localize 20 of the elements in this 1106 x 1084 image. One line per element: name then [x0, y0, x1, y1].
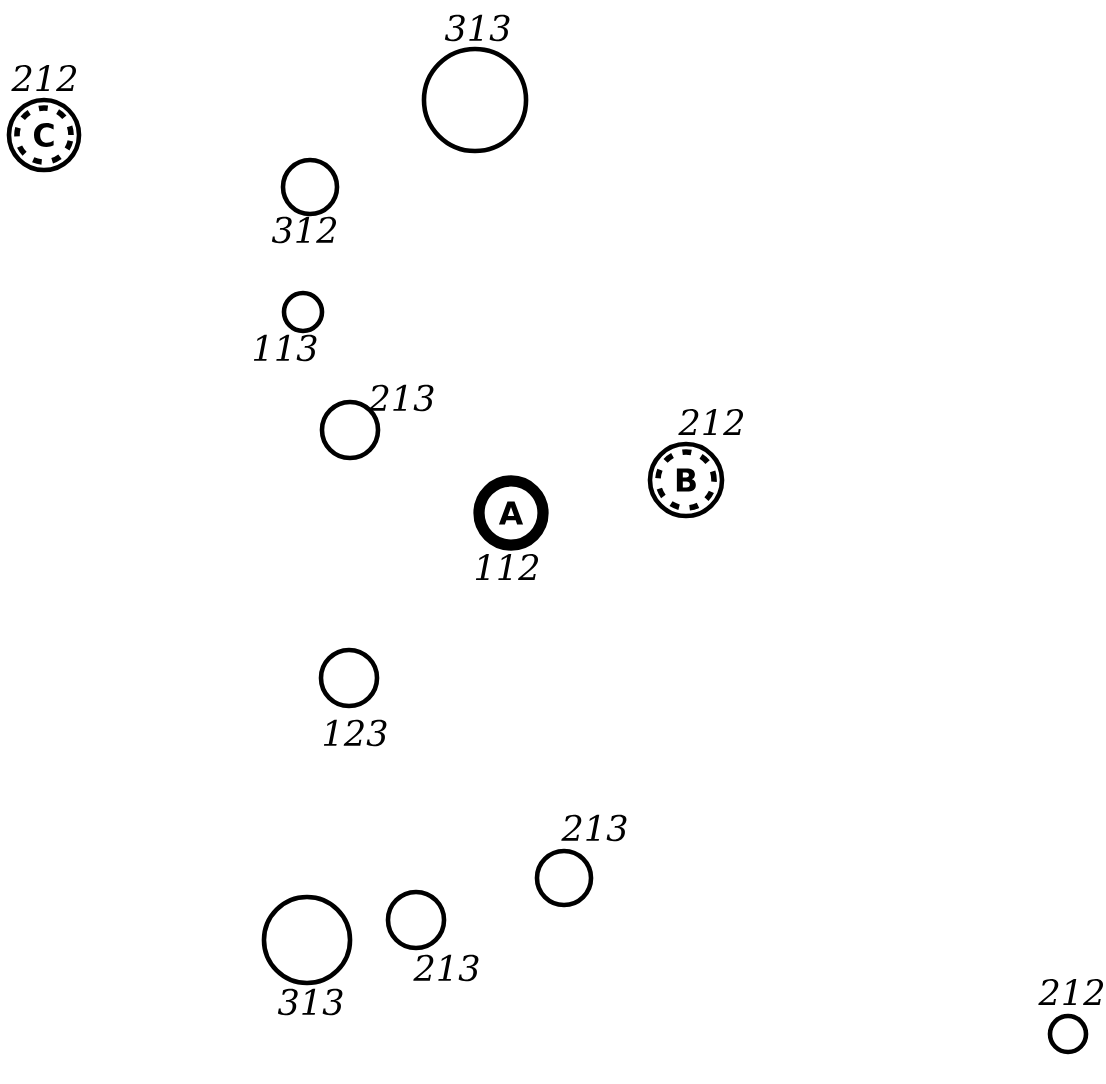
circle — [318, 647, 380, 709]
circle — [261, 894, 353, 986]
circle — [280, 157, 340, 217]
number-label: 113 — [253, 334, 317, 362]
number-label: 313 — [444, 14, 510, 42]
number-label: 212 — [678, 408, 744, 436]
number-label: 213 — [368, 384, 434, 412]
circle — [1047, 1013, 1089, 1055]
circle — [385, 889, 447, 951]
number-label: 123 — [323, 719, 387, 747]
circle — [421, 46, 529, 154]
number-label: 313 — [277, 988, 343, 1016]
number-label: 213 — [561, 814, 627, 842]
circle — [281, 290, 325, 334]
number-label: 213 — [413, 954, 479, 982]
number-label: 212 — [11, 64, 77, 92]
circle — [534, 848, 594, 908]
number-label: 312 — [271, 216, 337, 244]
number-label: 112 — [475, 553, 539, 581]
number-label: 212 — [1038, 978, 1104, 1006]
